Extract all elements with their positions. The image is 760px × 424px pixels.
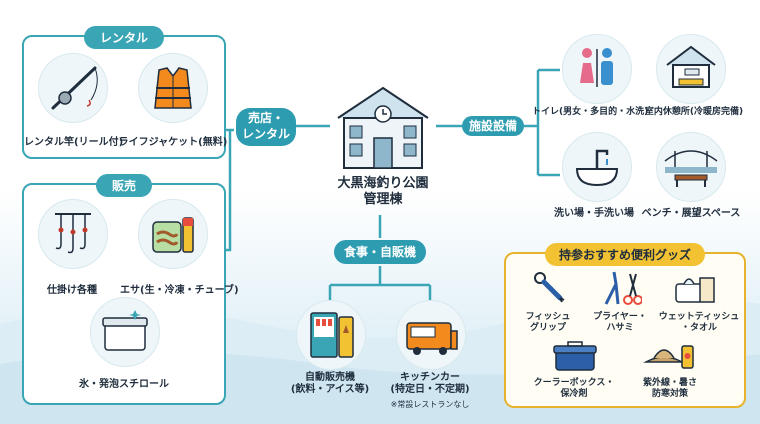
sink-label: 洗い場・手洗い場 <box>554 208 634 219</box>
foodtruck-label: キッチンカー (特定日・不定期) <box>390 372 470 395</box>
wet-tissue-label: ウェットティッシュ ・タオル <box>658 312 740 333</box>
rest-house-icon <box>666 45 716 88</box>
pliers-icon <box>604 271 642 305</box>
sales-ice-label: 氷・発泡スチロール <box>79 379 169 390</box>
sales-title: 販売 <box>95 174 153 197</box>
hat-sunscreen-label: 紫外線・暑さ 防寒対策 <box>642 378 697 399</box>
bench-label: ベンチ・展望スペース <box>641 208 741 219</box>
bait-icon <box>152 217 194 253</box>
vending-circle <box>296 300 366 370</box>
rental-panel: レンタル レンタル竿(リール付) ライフジャケット(無料) <box>22 26 228 159</box>
rental-title: レンタル <box>83 26 165 49</box>
life-jacket-icon <box>154 67 192 109</box>
foodtruck-note: ※常設レストランなし <box>390 400 470 409</box>
facility-pill: 施設設備 <box>462 116 524 136</box>
sales-hooks-circle <box>38 199 108 269</box>
fishing-hooks-icon <box>55 213 91 254</box>
fishing-rod-icon <box>51 66 98 110</box>
rental-rod-label: レンタル竿(リール付) <box>24 137 124 148</box>
goods-title: 持参おすすめ便利グッズ <box>544 243 706 266</box>
foodtruck-circle <box>396 300 466 370</box>
sink-circle <box>562 132 632 202</box>
building-icon <box>337 86 429 169</box>
food-pill: 食事・自販機 <box>334 240 426 264</box>
sales-hooks-label: 仕掛け各種 <box>47 285 97 296</box>
goods-panel: 持参おすすめ便利グッズ フィッシュ グリップ プライヤー・ ハサミ ウェットティ… <box>504 243 746 408</box>
pliers-label: プライヤー・ ハサミ <box>593 312 647 333</box>
toilet-icon <box>580 48 613 87</box>
cooler-label: クーラーボックス・ 保冷剤 <box>533 378 615 399</box>
bench-icon <box>664 150 718 187</box>
center-title: 大黒海釣り公園 管理棟 <box>337 176 429 207</box>
vending-machine-icon <box>310 312 354 358</box>
cooler-icon <box>553 341 597 371</box>
wet-tissue-icon <box>675 277 715 303</box>
rental-rod-circle <box>38 53 108 123</box>
sales-bait-label: エサ(生・冷凍・チューブ) <box>120 285 239 296</box>
sales-ice-circle <box>90 297 160 367</box>
toilet-circle <box>562 34 632 104</box>
food-truck-icon <box>406 322 458 355</box>
rest-label: 室内休憩所(冷暖房完備) <box>644 107 744 117</box>
rest-circle <box>656 34 726 104</box>
shop-rental-pill: 売店・ レンタル <box>236 108 296 146</box>
toilet-label: トイレ(男女・多目的・水洗) <box>532 107 649 117</box>
fish-grip-label: フィッシュ グリップ <box>525 312 571 333</box>
sink-icon <box>575 149 619 187</box>
bench-circle <box>656 132 726 202</box>
hat-sunscreen-icon <box>643 345 694 369</box>
rental-jacket-circle <box>138 53 208 123</box>
sales-bait-circle <box>138 199 208 269</box>
management-building: 大黒海釣り公園 管理棟 <box>330 80 436 210</box>
vending-label: 自動販売機 (飲料・アイス等) <box>290 372 370 395</box>
rental-jacket-label: ライフジャケット(無料) <box>118 137 228 148</box>
cooler-box-icon <box>102 310 148 351</box>
sales-panel: 販売 仕掛け各種 エサ(生・冷凍・チューブ) 氷・発泡スチロール <box>22 174 239 405</box>
fish-grip-icon <box>534 272 565 303</box>
